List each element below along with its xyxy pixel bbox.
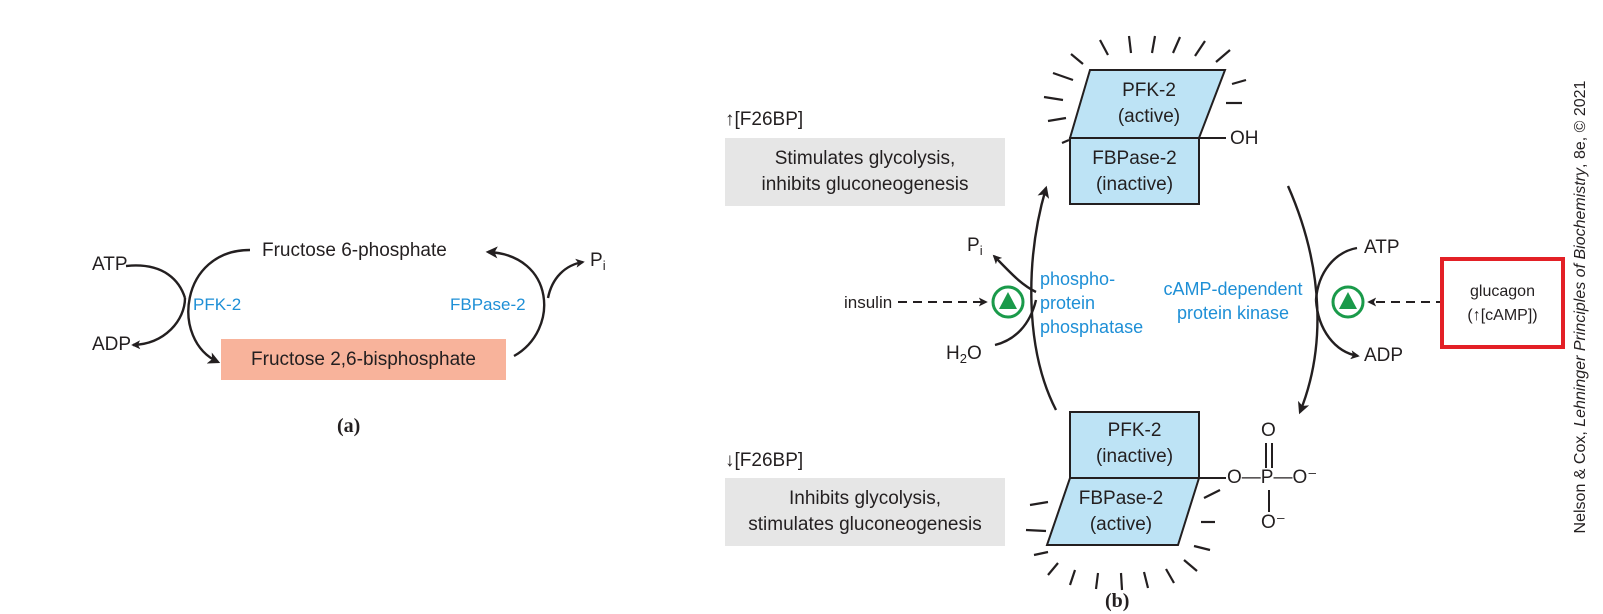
adp-label-a: ADP xyxy=(92,334,132,355)
fbpase2-arrow xyxy=(485,246,546,358)
low-f26bp-panel xyxy=(725,478,1005,546)
pfk2-arrow xyxy=(187,248,251,364)
atp-label-b: ATP xyxy=(1364,237,1400,258)
glucagon-label: glucagon xyxy=(1470,283,1535,300)
high-f26bp-panel xyxy=(725,138,1005,206)
adp-out-arrow-b xyxy=(1314,299,1360,360)
atp-in-arrow xyxy=(125,264,187,299)
bottom-fbpase2-parallelogram xyxy=(1045,477,1201,546)
cycle-arrows xyxy=(992,185,1360,415)
low-f26bp-label: ↓[F26BP] xyxy=(725,450,804,471)
phosphatase-line-2: protein xyxy=(1040,293,1096,313)
adp-label-b: ADP xyxy=(1364,345,1404,366)
camp-label: (↑[cAMP]) xyxy=(1467,307,1538,324)
high-effect-line-1: Stimulates glycolysis, xyxy=(774,148,956,169)
phosphate-chain: O—P—O⁻ xyxy=(1227,467,1318,488)
top-fbpase2-state: (inactive) xyxy=(1095,174,1174,195)
pi-release-arrow xyxy=(992,254,1037,294)
high-effect-line-2: inhibits gluconeogenesis xyxy=(761,174,969,195)
top-pfk2-state: (active) xyxy=(1117,106,1181,127)
bottom-activity-rays xyxy=(1025,489,1221,591)
atp-in-arrow-b xyxy=(1314,246,1358,301)
phosphatase-activator xyxy=(991,285,1025,319)
f26bp-label: Fructose 2,6-bisphosphate xyxy=(251,349,476,370)
top-activity-rays xyxy=(1043,35,1247,145)
glucagon-box: glucagon (↑[cAMP]) xyxy=(1440,257,1565,349)
oh-label: OH xyxy=(1230,128,1259,149)
panel-a-arrows xyxy=(125,246,585,364)
phosphate-o-top: O xyxy=(1261,420,1276,441)
panel-a-caption: (a) xyxy=(337,415,361,437)
bottom-pfk2-state: (inactive) xyxy=(1095,446,1174,467)
pi-out-arrow xyxy=(546,258,585,299)
bottom-fbpase2-label: FBPase-2 xyxy=(1078,488,1164,509)
phosphate-o-bottom: O⁻ xyxy=(1261,512,1286,533)
top-fbpase2-label: FBPase-2 xyxy=(1092,148,1177,169)
adp-out-arrow xyxy=(131,297,187,350)
panel-b-caption: (b) xyxy=(1105,590,1130,612)
f26bp-box xyxy=(221,339,506,380)
kinase-line-2: protein kinase xyxy=(1176,303,1290,323)
high-f26bp-label: ↑[F26BP] xyxy=(725,109,804,130)
bottom-pfk2-label: PFK-2 xyxy=(1107,420,1162,441)
low-effect-line-1: Inhibits glycolysis, xyxy=(788,488,942,509)
insulin-label: insulin xyxy=(844,293,893,312)
low-effect-line-2: stimulates gluconeogenesis xyxy=(748,514,982,535)
bottom-fbpase2-state: (active) xyxy=(1089,514,1153,535)
h2o-in-arrow xyxy=(994,299,1038,347)
top-pfk2-label: PFK-2 xyxy=(1122,80,1176,101)
dephosphorylation-arrow xyxy=(1030,185,1058,411)
h2o-label: H2O xyxy=(946,343,982,366)
pi-label-a: Pi xyxy=(590,250,606,273)
kinase-line-1: cAMP-dependent xyxy=(1163,279,1303,299)
phosphatase-line-1: phospho- xyxy=(1040,269,1116,289)
bottom-pfk2-rect xyxy=(1069,411,1200,479)
top-fbpase2-rect xyxy=(1069,137,1200,205)
kinase-activator xyxy=(1331,285,1365,319)
pfk2-label-a: PFK-2 xyxy=(193,295,242,314)
top-enzyme xyxy=(1068,69,1227,205)
fbpase2-label-a: FBPase-2 xyxy=(450,295,526,314)
bottom-enzyme xyxy=(1045,411,1273,546)
atp-label-a: ATP xyxy=(92,254,128,275)
phosphatase-line-3: phosphatase xyxy=(1040,317,1144,337)
credit-line: Nelson & Cox, Lehninger Principles of Bi… xyxy=(1572,80,1589,534)
f6p-label: Fructose 6-phosphate xyxy=(262,240,447,261)
pi-label-b: Pi xyxy=(967,235,983,258)
